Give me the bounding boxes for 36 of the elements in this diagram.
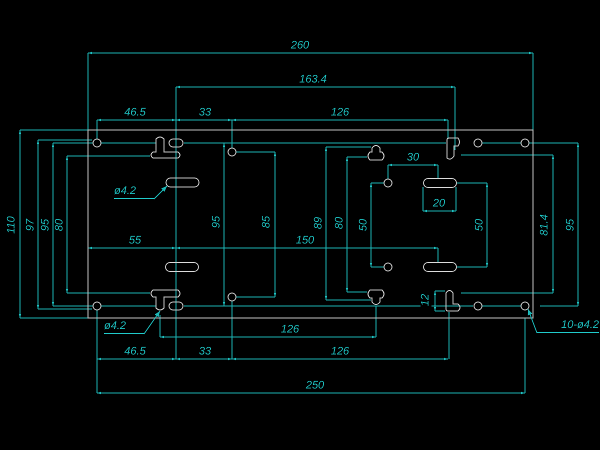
dimension-text: 110 xyxy=(6,215,18,235)
dimension-text: 12 xyxy=(420,292,432,308)
dimension-text: 95 xyxy=(566,218,576,232)
leader-line xyxy=(144,310,160,334)
slot xyxy=(166,178,200,188)
dimension-text: 55 xyxy=(128,236,142,246)
dimension-text: 80 xyxy=(334,216,346,230)
dimension-text: 33 xyxy=(198,346,212,358)
dimension-text: 95 xyxy=(40,218,52,232)
dimension-text: 20 xyxy=(432,198,446,210)
leader-line xyxy=(154,186,168,200)
dimension-text: 126 xyxy=(330,108,350,118)
dimension-text: 81.4 xyxy=(540,213,550,237)
leader-line xyxy=(528,308,538,334)
dimension-text: 50 xyxy=(358,218,370,232)
dimension-text: 46.5 xyxy=(123,346,147,358)
mounting-hole xyxy=(520,302,530,310)
dimension-text: 89 xyxy=(314,216,324,230)
callout-text: ø4.2 xyxy=(104,320,144,334)
callout-text: 10-ø4.2 xyxy=(537,319,599,333)
dimension-text: 250 xyxy=(304,380,326,392)
dimension-text: 46.5 xyxy=(123,108,147,118)
keyhole-slot xyxy=(150,290,180,310)
dimension-text: 50 xyxy=(474,218,486,232)
dimension-text: 33 xyxy=(198,108,212,118)
callout-text: ø4.2 xyxy=(114,185,154,199)
dimension-text: 126 xyxy=(330,346,350,358)
dimension-text: 126 xyxy=(280,324,300,336)
dimension-text: 97 xyxy=(26,218,36,232)
dimension-text: 80 xyxy=(54,218,66,232)
dimension-text: 150 xyxy=(294,236,316,246)
dimension-text: 95 xyxy=(212,214,222,230)
dimension-text: 85 xyxy=(262,214,272,230)
dimension-text: 30 xyxy=(406,152,420,164)
dimension-text: 260 xyxy=(290,40,310,52)
dimension-text: 163.4 xyxy=(298,74,328,86)
